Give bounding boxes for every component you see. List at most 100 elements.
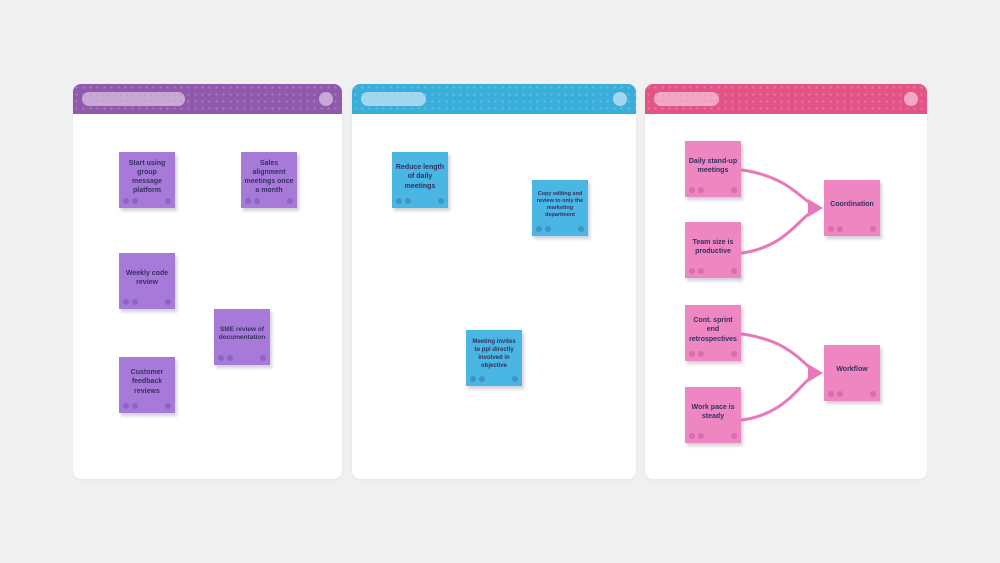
- note-dots: [119, 403, 175, 409]
- note-dot-icon: [245, 198, 251, 204]
- note-dot-icon: [545, 226, 551, 232]
- sticky-note[interactable]: Copy editing and review to only the mark…: [532, 180, 588, 236]
- sticky-note-text: SME review of documentation: [218, 325, 266, 341]
- frame-title-placeholder: [82, 92, 185, 106]
- note-dot-icon: [828, 226, 834, 232]
- note-dots: [685, 187, 741, 193]
- note-dot-icon: [470, 376, 476, 382]
- sticky-note-text: Copy editing and review to only the mark…: [536, 190, 584, 219]
- note-dot-icon: [512, 376, 518, 382]
- note-dot-icon: [254, 198, 260, 204]
- sticky-note[interactable]: SME review of documentation: [214, 309, 270, 365]
- sticky-note-text: Sales alignment meetings once a month: [244, 159, 294, 195]
- arrowhead-workflow: [808, 364, 823, 382]
- sticky-note[interactable]: Reduce length of daily meetings: [392, 152, 448, 208]
- note-dot-icon: [227, 355, 233, 361]
- sticky-note-text: Daily stand-up meetings: [688, 157, 738, 174]
- frame-title-placeholder: [654, 92, 719, 106]
- sticky-note-text: Start using group message platform: [128, 159, 166, 195]
- note-dot-icon: [123, 403, 129, 409]
- note-dot-icon: [698, 433, 704, 439]
- note-dot-icon: [731, 351, 737, 357]
- connector-daily-standup-to-coordination: [740, 168, 812, 205]
- frame-header-circle: [319, 92, 333, 106]
- note-dot-icon: [731, 268, 737, 274]
- sticky-note-text: Customer feedback reviews: [130, 369, 164, 395]
- note-dot-icon: [698, 187, 704, 193]
- sticky-note[interactable]: Sales alignment meetings once a month: [241, 152, 297, 208]
- note-dot-icon: [165, 198, 171, 204]
- sticky-note[interactable]: Team size is productive: [685, 222, 741, 278]
- frame-purple-header[interactable]: [73, 84, 342, 114]
- frame-purple-body[interactable]: Start using group message platform Sales …: [73, 114, 342, 479]
- note-dot-icon: [837, 226, 843, 232]
- sticky-note[interactable]: Coordination: [824, 180, 880, 236]
- note-dot-icon: [132, 403, 138, 409]
- note-dots: [685, 268, 741, 274]
- note-dot-icon: [165, 403, 171, 409]
- note-dot-icon: [287, 198, 293, 204]
- sticky-note-text: Reduce length of daily meetings: [395, 164, 445, 190]
- frame-pink-header[interactable]: [645, 84, 927, 114]
- note-dot-icon: [870, 226, 876, 232]
- note-dot-icon: [479, 376, 485, 382]
- note-dots: [119, 299, 175, 305]
- note-dots: [392, 198, 448, 204]
- note-dots: [685, 433, 741, 439]
- frame-purple[interactable]: Start using group message platform Sales …: [73, 84, 342, 479]
- connector-retrospectives-to-workflow: [740, 332, 812, 370]
- note-dots: [824, 391, 880, 397]
- sticky-note[interactable]: Weekly code review: [119, 253, 175, 309]
- note-dot-icon: [396, 198, 402, 204]
- note-dot-icon: [438, 198, 444, 204]
- sticky-note-text: Team size is productive: [692, 238, 734, 255]
- note-dot-icon: [837, 391, 843, 397]
- frame-header-circle: [613, 92, 627, 106]
- sticky-note[interactable]: Meeting invites to ppl directly involved…: [466, 330, 522, 386]
- note-dot-icon: [731, 433, 737, 439]
- sticky-note[interactable]: Daily stand-up meetings: [685, 141, 741, 197]
- sticky-note[interactable]: Cont. sprint end retrospectives: [685, 305, 741, 361]
- note-dots: [685, 351, 741, 357]
- note-dot-icon: [689, 433, 695, 439]
- note-dot-icon: [260, 355, 266, 361]
- note-dots: [824, 226, 880, 232]
- sticky-note-text: Meeting invites to ppl directly involved…: [472, 339, 516, 369]
- note-dot-icon: [689, 268, 695, 274]
- note-dot-icon: [123, 299, 129, 305]
- sticky-note-text: Workflow: [836, 366, 868, 374]
- sticky-note[interactable]: Workflow: [824, 345, 880, 401]
- frame-header-circle: [904, 92, 918, 106]
- connector-team-size-to-coordination: [740, 211, 812, 255]
- connector-work-pace-to-workflow: [740, 376, 812, 422]
- note-dot-icon: [689, 187, 695, 193]
- note-dot-icon: [698, 351, 704, 357]
- arrowhead-coordination: [808, 199, 823, 217]
- note-dot-icon: [578, 226, 584, 232]
- note-dots: [532, 226, 588, 232]
- sticky-note[interactable]: Work pace is steady: [685, 387, 741, 443]
- note-dots: [119, 198, 175, 204]
- note-dot-icon: [132, 198, 138, 204]
- frame-title-placeholder: [361, 92, 426, 106]
- sticky-note[interactable]: Start using group message platform: [119, 152, 175, 208]
- sticky-note-text: Cont. sprint end retrospectives: [689, 317, 737, 343]
- sticky-note[interactable]: Customer feedback reviews: [119, 357, 175, 413]
- note-dot-icon: [731, 187, 737, 193]
- note-dot-icon: [218, 355, 224, 361]
- note-dot-icon: [828, 391, 834, 397]
- sticky-note-text: Weekly code review: [125, 269, 169, 286]
- note-dot-icon: [132, 299, 138, 305]
- frame-blue-header[interactable]: [352, 84, 636, 114]
- note-dot-icon: [536, 226, 542, 232]
- note-dot-icon: [870, 391, 876, 397]
- note-dots: [466, 376, 522, 382]
- note-dot-icon: [123, 198, 129, 204]
- note-dot-icon: [698, 268, 704, 274]
- note-dots: [241, 198, 297, 204]
